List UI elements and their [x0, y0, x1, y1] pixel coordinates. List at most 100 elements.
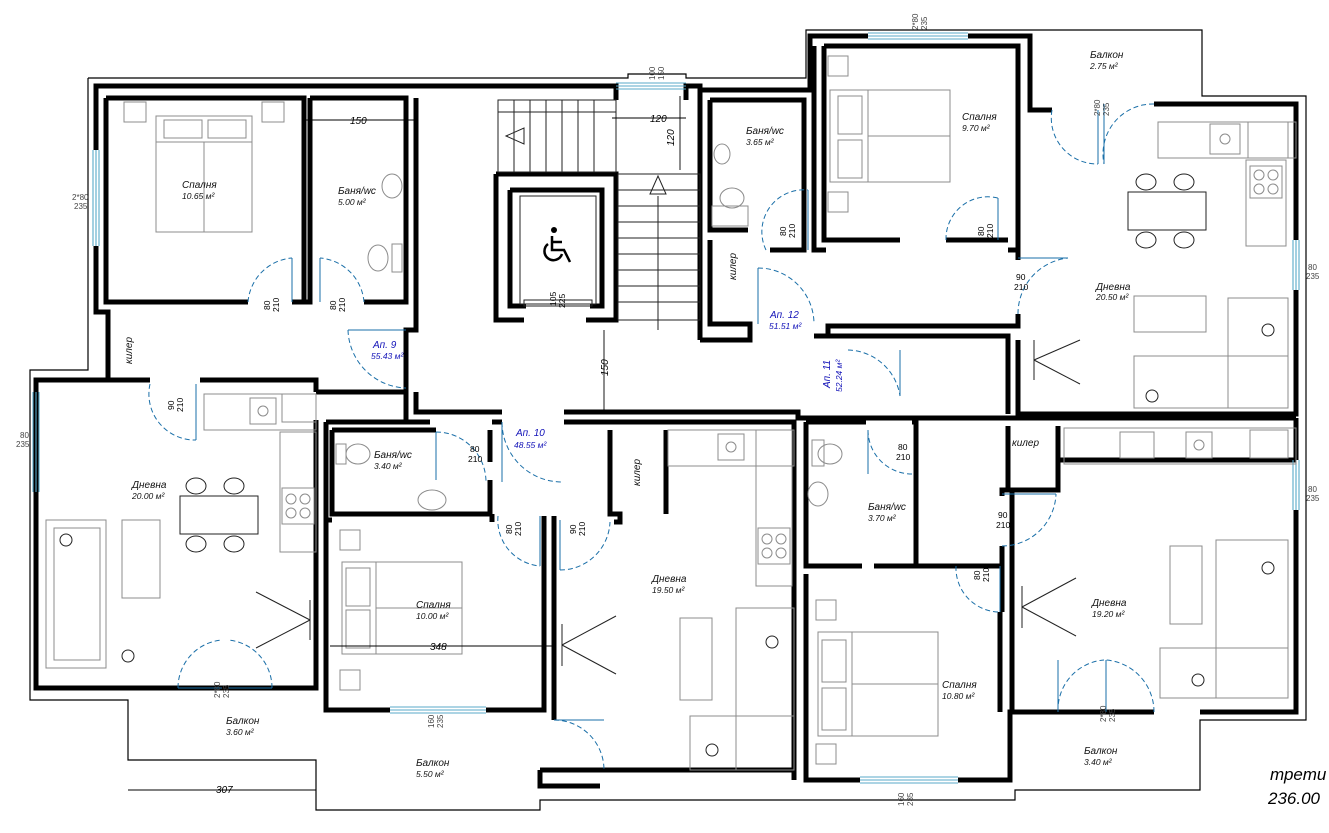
storage-labels: килер килер килер килер — [124, 253, 1039, 486]
dimension-text: 120 — [666, 129, 677, 146]
floor-name: трети — [1270, 765, 1327, 784]
room-area: 5.50 м² — [416, 769, 445, 779]
dimension-text: 150 — [350, 116, 367, 127]
apartment-area: 48.55 м² — [514, 440, 547, 450]
room-area: 3.40 м² — [1084, 757, 1113, 767]
room-name: Спалня — [942, 680, 977, 691]
room-area: 10.65 м² — [182, 191, 215, 201]
door-size: 105 — [548, 292, 558, 306]
bed-icon — [815, 599, 939, 765]
door-size: 80 — [470, 444, 480, 454]
dining-table — [1127, 173, 1207, 249]
window-size: 235 — [222, 684, 231, 698]
kitchen-counter — [1063, 427, 1297, 465]
dimension-text: 150 — [600, 359, 611, 376]
door-size: 210 — [985, 224, 995, 238]
door-size: 80 — [504, 524, 514, 534]
door-size: 80 — [262, 300, 272, 310]
walls — [33, 33, 1299, 789]
dimension-text: 348 — [430, 642, 447, 653]
window-stair — [616, 82, 686, 90]
sofa — [1133, 295, 1289, 409]
window-size: 235 — [920, 16, 929, 30]
window-size: 235 — [1102, 102, 1111, 116]
window-size: 235 — [436, 714, 445, 728]
room-area: 20.00 м² — [131, 491, 165, 501]
door-size: 210 — [468, 454, 482, 464]
room-name: Дневна — [131, 480, 167, 491]
window-right-bottom — [1292, 460, 1300, 510]
room-name: Баня/wc — [338, 186, 376, 197]
apartment-area: 55.43 м² — [371, 351, 404, 361]
window-size: 2*80 — [213, 681, 222, 698]
apartment-area: 52.24 м² — [834, 359, 844, 392]
dimension-text: 307 — [216, 785, 233, 796]
window-left-bedroom — [92, 150, 100, 246]
kitchen-counter — [203, 393, 317, 553]
people-figures — [59, 323, 1275, 757]
dimension-text: 120 — [650, 114, 667, 125]
window-size: 150 — [657, 66, 666, 80]
dining-table — [179, 477, 259, 553]
window-size: 80 — [1308, 263, 1317, 272]
floor-level: 236.00 — [1267, 789, 1321, 808]
room-name: Баня/wc — [374, 450, 412, 461]
room-name: Балкон — [226, 716, 260, 727]
tv-icon — [1033, 339, 1081, 385]
stairs — [497, 99, 701, 330]
kitchen-counter — [667, 429, 795, 587]
room-area: 2.75 м² — [1089, 61, 1119, 71]
dimension-labels: 150 120 120 150 348 307 — [216, 114, 677, 796]
tv-icon — [255, 591, 311, 649]
door-size: 90 — [568, 524, 578, 534]
door-size: 90 — [1016, 272, 1026, 282]
window-size: 2*80 — [1099, 705, 1108, 722]
door-size: 210 — [513, 522, 523, 536]
room-name: Спалня — [182, 180, 217, 191]
room-area: 10.80 м² — [942, 691, 975, 701]
window-size: 235 — [74, 202, 88, 211]
apartment-name: Ап. 10 — [515, 428, 545, 439]
bed-icon — [123, 101, 285, 233]
door-size: 210 — [577, 522, 587, 536]
window-size: 235 — [1306, 272, 1320, 281]
storage-label: килер — [632, 459, 643, 486]
doors — [148, 103, 1155, 771]
room-area: 19.50 м² — [652, 585, 685, 595]
window-size: 235 — [906, 792, 915, 806]
door-size: 80 — [898, 442, 908, 452]
furniture — [45, 55, 1297, 771]
window-right-top — [1292, 240, 1300, 290]
storage-label: килер — [124, 337, 135, 364]
room-name: Дневна — [1091, 598, 1127, 609]
door-size: 210 — [175, 398, 185, 412]
storage-label: килер — [728, 253, 739, 280]
sofa — [679, 607, 795, 771]
kitchen-counter — [1157, 121, 1297, 247]
window-size: 160 — [897, 792, 906, 806]
door-size: 210 — [896, 452, 910, 462]
room-name: Баня/wc — [868, 502, 906, 513]
room-name: Балкон — [416, 758, 450, 769]
door-size: 90 — [998, 510, 1008, 520]
room-area: 9.70 м² — [962, 123, 991, 133]
apartment-area: 51.51 м² — [769, 321, 802, 331]
bed-icon — [827, 55, 951, 213]
door-size: 80 — [328, 300, 338, 310]
door-size: 210 — [337, 298, 347, 312]
floor-label: трети 236.00 — [1267, 765, 1327, 808]
room-name: Спалня — [962, 112, 997, 123]
room-name: Дневна — [1095, 282, 1131, 293]
window-size: 160 — [427, 714, 436, 728]
storage-label: килер — [1012, 438, 1039, 449]
door-size: 80 — [972, 570, 982, 580]
room-labels: Спалня 10.65 м² Баня/wc 5.00 м² Дневна 2… — [131, 50, 1131, 779]
window-size: 80 — [20, 431, 29, 440]
door-size: 210 — [1014, 282, 1028, 292]
tv-icon — [561, 615, 617, 675]
building-outline — [29, 29, 1307, 811]
room-area: 10.00 м² — [416, 611, 449, 621]
